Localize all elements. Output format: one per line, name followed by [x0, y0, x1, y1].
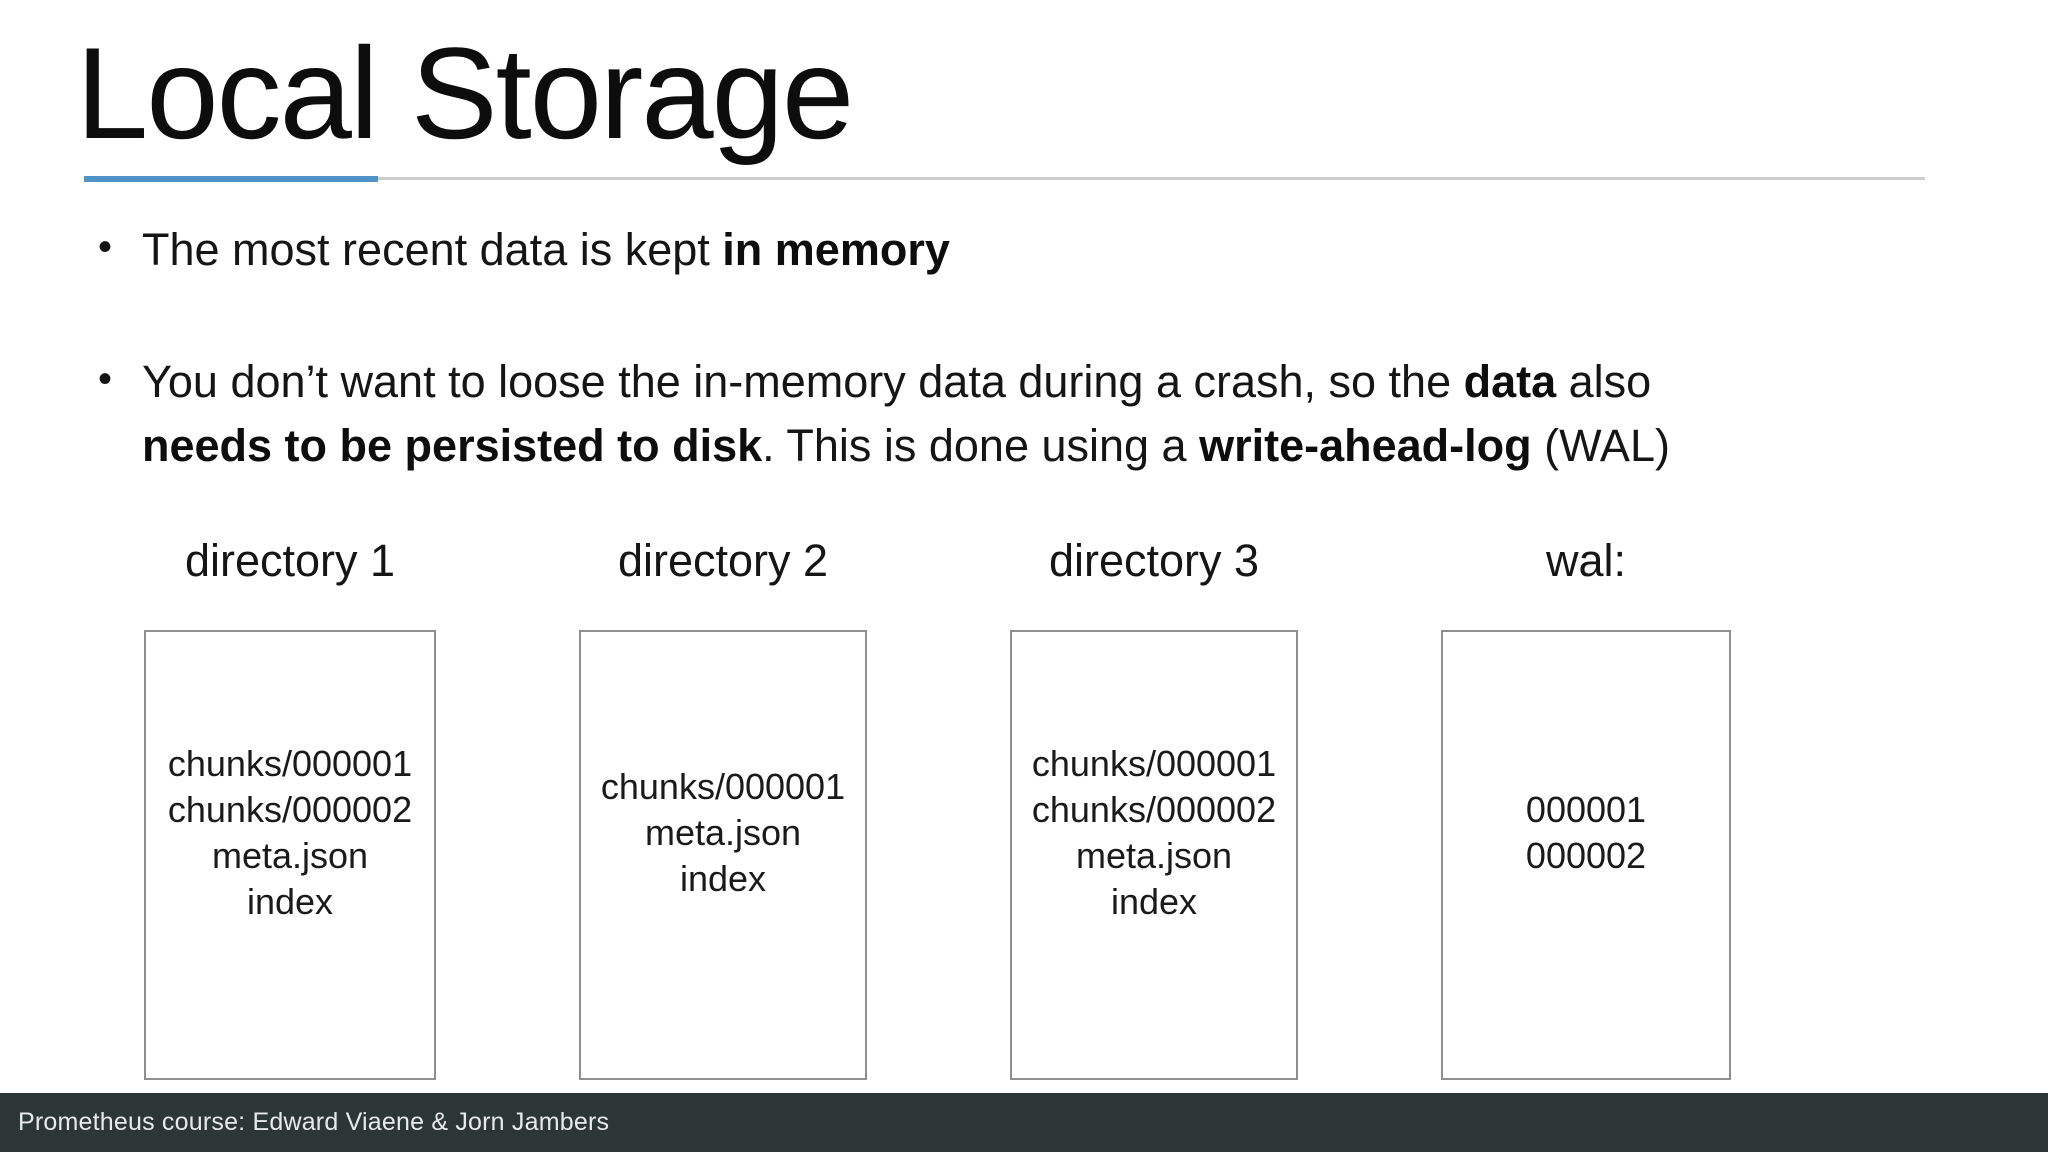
title-underline — [0, 176, 2048, 184]
directory-3-column: directory 3 chunks/000001 chunks/000002 me… — [1010, 535, 1298, 1080]
file-entry: meta.json — [1075, 835, 1233, 876]
bullet-dot-icon: • — [98, 225, 113, 269]
file-entry: chunks/000001 — [600, 766, 846, 807]
file-entry: meta.json — [211, 835, 369, 876]
bullet-dot-icon: • — [98, 357, 113, 401]
footer-bar: Prometheus course: Edward Viaene & Jorn … — [0, 1093, 2048, 1152]
bullet-text: The most recent data is kept in memory — [142, 224, 950, 275]
file-entry: 000001 — [1525, 789, 1647, 830]
directory-1-column: directory 1 chunks/000001 chunks/000002 me… — [144, 535, 436, 1080]
footer-credit-text: Prometheus course: Edward Viaene & Jorn … — [18, 1108, 610, 1136]
directory-1-label: directory 1 — [184, 535, 396, 586]
file-entry: chunks/000002 — [167, 789, 413, 830]
wal-label: wal: — [1545, 535, 1627, 586]
file-entry: chunks/000002 — [1031, 789, 1277, 830]
bullet-item-wal: • You don’t want to loose the in-memory … — [98, 350, 1968, 478]
file-entry: meta.json — [644, 812, 802, 853]
bullet-item-memory: • The most recent data is kept in memory — [98, 218, 1968, 282]
wal-box: 000001 000002 — [1441, 630, 1731, 1080]
file-entry: chunks/000001 — [1031, 743, 1277, 784]
file-entry: index — [679, 858, 767, 899]
directory-2-column: directory 2 chunks/000001 meta.json index — [579, 535, 867, 1080]
bullet-list: • The most recent data is kept in memory… — [98, 218, 1968, 546]
bullet-text: You don’t want to loose the in-memory da… — [142, 356, 1670, 471]
wal-column: wal: 000001 000002 — [1441, 535, 1731, 1080]
directory-2-box: chunks/000001 meta.json index — [579, 630, 867, 1080]
title-underline-rest — [378, 177, 1925, 180]
directory-2-label: directory 2 — [617, 535, 829, 586]
file-entry: index — [246, 881, 334, 922]
file-entry: 000002 — [1525, 835, 1647, 876]
slide-title: Local Storage — [76, 20, 854, 166]
file-entry: index — [1110, 881, 1198, 922]
directory-3-box: chunks/000001 chunks/000002 meta.json index — [1010, 630, 1298, 1080]
file-entry: chunks/000001 — [167, 743, 413, 784]
title-underline-accent — [84, 176, 378, 182]
directory-1-box: chunks/000001 chunks/000002 meta.json index — [144, 630, 436, 1080]
directory-3-label: directory 3 — [1048, 535, 1260, 586]
